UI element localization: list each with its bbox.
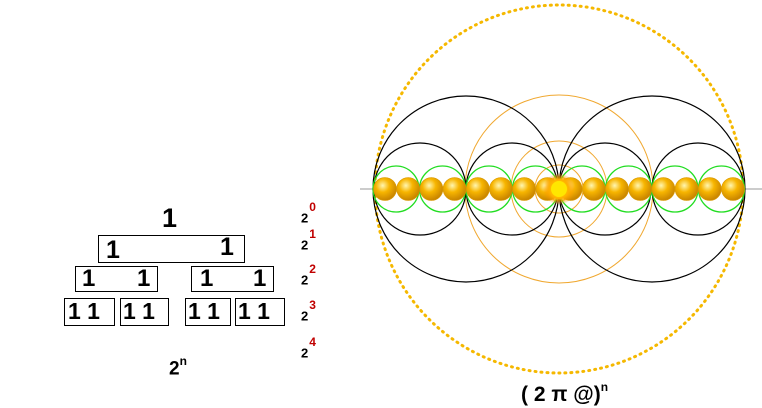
tree-row3-box — [64, 298, 115, 326]
tree-row2-box-left — [75, 266, 158, 292]
power-label: 24 — [301, 335, 316, 361]
tree-row1-right: 1 — [220, 233, 234, 261]
tree-row1-box — [98, 235, 245, 263]
tree-row2-box-right — [191, 266, 274, 292]
center-sphere — [551, 181, 567, 197]
sphere — [697, 177, 722, 201]
tree-row3-item: 1 1 — [238, 298, 270, 324]
sphere — [581, 177, 606, 201]
sphere — [442, 177, 467, 201]
tree-row3-item: 1 1 — [188, 298, 220, 324]
sphere — [721, 177, 745, 201]
sphere — [512, 177, 537, 201]
tree-row3-box — [120, 298, 169, 326]
sphere — [419, 177, 444, 201]
formula-label: ( 2 π @)n — [521, 380, 609, 406]
tree-row2-item: 1 — [82, 265, 96, 292]
tree-row2-item: 1 — [253, 265, 267, 292]
sphere — [373, 177, 397, 201]
tree-row2-item: 1 — [200, 265, 214, 292]
tree-row3-item: 1 1 — [68, 298, 100, 324]
tree-row3-box — [235, 298, 285, 326]
sphere — [396, 177, 421, 201]
two-power-n-label: 2n — [169, 354, 187, 380]
sphere — [651, 177, 676, 201]
power-label: 23 — [301, 298, 316, 324]
power-label: 21 — [301, 227, 316, 253]
sphere — [605, 177, 629, 201]
tree-top-one: 1 — [162, 203, 178, 233]
sphere — [674, 177, 699, 201]
power-label: 22 — [301, 262, 316, 288]
tree-row3-box — [185, 298, 231, 326]
sphere — [628, 177, 653, 201]
tree-row1-left: 1 — [106, 236, 120, 264]
power-label: 20 — [301, 200, 316, 226]
sphere — [465, 177, 490, 201]
tree-row3-item: 1 1 — [123, 298, 155, 324]
tree-row2-item: 1 — [137, 265, 151, 292]
sphere — [489, 177, 513, 201]
